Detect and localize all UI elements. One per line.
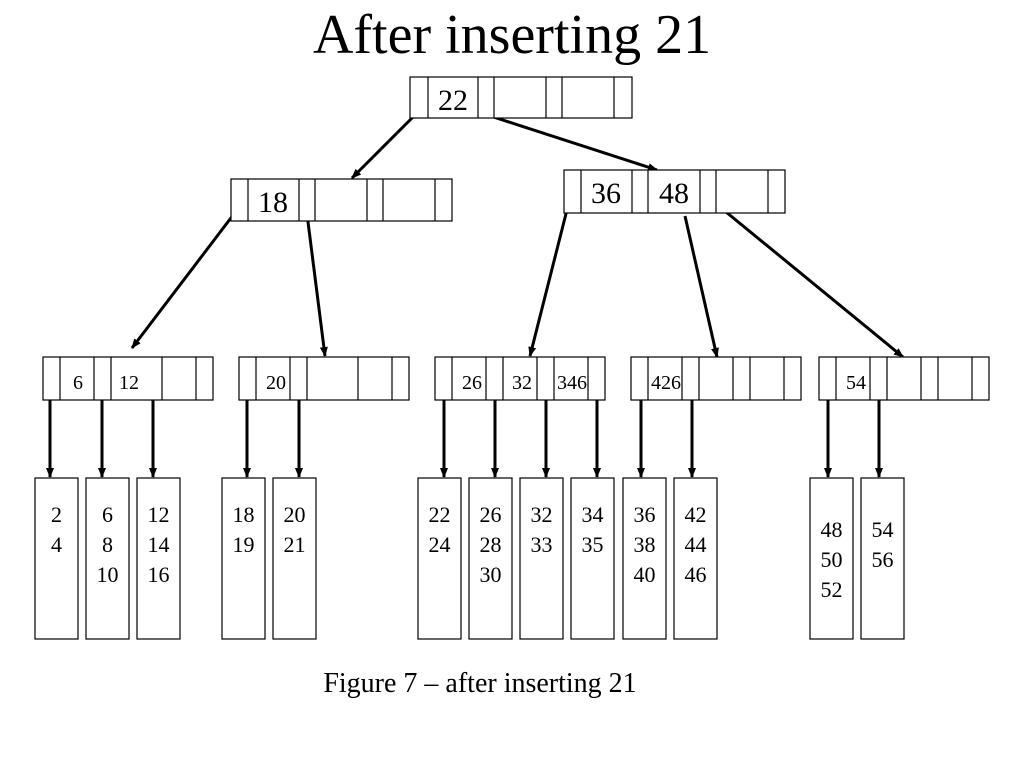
leaf-value: 50 bbox=[821, 547, 843, 572]
leaf-value: 14 bbox=[148, 532, 170, 557]
figure-caption: Figure 7 – after inserting 21 bbox=[323, 668, 637, 699]
leaf-value: 6 bbox=[102, 502, 113, 527]
node-box bbox=[563, 169, 786, 214]
leaf-box bbox=[809, 477, 854, 640]
leaf-box bbox=[468, 477, 513, 640]
leaf-value: 2 bbox=[51, 502, 62, 527]
tree-pointer-arrow bbox=[708, 196, 904, 359]
leaf-node: 48 50 52 bbox=[809, 477, 854, 640]
leaf-value: 19 bbox=[233, 532, 255, 557]
index-node: 26 32 346 bbox=[434, 356, 606, 401]
tree-pointer-arrow bbox=[130, 205, 242, 349]
leaf-value: 21 bbox=[284, 532, 306, 557]
node-key: 26 bbox=[462, 372, 482, 394]
leaf-node: 6 8 10 bbox=[85, 477, 130, 640]
node-key: 32 bbox=[512, 372, 532, 394]
leaf-box bbox=[221, 477, 266, 640]
leaf-box bbox=[34, 477, 79, 640]
tree-pointer-arrow bbox=[528, 189, 574, 357]
leaf-value: 40 bbox=[634, 562, 656, 587]
leaf-value: 10 bbox=[97, 562, 119, 587]
node-key: 54 bbox=[846, 372, 866, 394]
index-node: 6 12 bbox=[42, 356, 214, 401]
leaf-value: 36 bbox=[634, 502, 656, 527]
node-key: 36 bbox=[591, 177, 621, 210]
leaf-value: 12 bbox=[148, 502, 170, 527]
index-node: 54 bbox=[818, 356, 990, 401]
internal-node: 36 48 bbox=[563, 169, 786, 214]
tree-pointer-arrow bbox=[305, 213, 328, 357]
leaf-value: 26 bbox=[480, 502, 502, 527]
leaf-box bbox=[136, 477, 181, 640]
node-box bbox=[818, 356, 990, 401]
leaf-value: 24 bbox=[429, 532, 451, 557]
node-box bbox=[238, 356, 410, 401]
node-key: 426 bbox=[651, 372, 681, 394]
leaf-box bbox=[85, 477, 130, 640]
leaf-box bbox=[570, 477, 615, 640]
leaf-box bbox=[417, 477, 462, 640]
leaf-value: 18 bbox=[233, 502, 255, 527]
leaf-value: 34 bbox=[582, 502, 604, 527]
leaf-value: 52 bbox=[821, 577, 843, 602]
leaf-value: 38 bbox=[634, 532, 656, 557]
leaf-value: 42 bbox=[685, 502, 707, 527]
leaf-node: 24 bbox=[34, 477, 79, 640]
leaf-value: 48 bbox=[821, 517, 843, 542]
leaf-value: 33 bbox=[531, 532, 553, 557]
leaf-box bbox=[622, 477, 667, 640]
slide-title: After inserting 21 bbox=[312, 4, 712, 66]
leaf-value: 32 bbox=[531, 502, 553, 527]
node-key: 6 bbox=[73, 372, 83, 394]
leaf-value: 35 bbox=[582, 532, 604, 557]
leaf-node: 26 28 30 bbox=[468, 477, 513, 640]
leaf-node: 42 44 46 bbox=[673, 477, 718, 640]
leaf-value: 16 bbox=[148, 562, 170, 587]
node-box bbox=[409, 76, 633, 119]
root-node: 22 bbox=[409, 76, 633, 119]
leaf-box bbox=[860, 477, 905, 640]
leaf-value: 28 bbox=[480, 532, 502, 557]
index-node: 426 bbox=[630, 356, 802, 401]
leaf-value: 46 bbox=[685, 562, 707, 587]
node-key: 22 bbox=[438, 84, 468, 117]
leaf-value: 22 bbox=[429, 502, 451, 527]
internal-node: 18 bbox=[230, 178, 453, 222]
leaf-value: 20 bbox=[284, 502, 306, 527]
index-node: 20 bbox=[238, 356, 410, 401]
node-box bbox=[42, 356, 214, 401]
leaf-value: 8 bbox=[102, 532, 113, 557]
node-key: 48 bbox=[659, 177, 689, 210]
node-key: 20 bbox=[266, 372, 286, 394]
leaf-node: 12 14 16 bbox=[136, 477, 181, 640]
leaf-box bbox=[519, 477, 564, 640]
leaf-node: 36 38 40 bbox=[622, 477, 667, 640]
leaf-value: 30 bbox=[480, 562, 502, 587]
node-key: 12 bbox=[119, 372, 139, 394]
tree-pointer-arrow bbox=[477, 110, 658, 172]
leaf-value: 44 bbox=[685, 532, 707, 557]
node-box bbox=[230, 178, 453, 222]
node-key: 18 bbox=[258, 186, 288, 219]
node-key: 346 bbox=[557, 372, 587, 394]
node-box bbox=[630, 356, 802, 401]
leaf-value: 54 bbox=[872, 517, 894, 542]
leaf-box bbox=[673, 477, 718, 640]
tree-pointer-arrow bbox=[350, 110, 420, 180]
leaf-value: 4 bbox=[51, 532, 62, 557]
tree-pointer-arrow bbox=[683, 215, 719, 358]
node-box bbox=[434, 356, 606, 401]
leaf-value: 56 bbox=[872, 547, 894, 572]
leaf-box bbox=[272, 477, 317, 640]
